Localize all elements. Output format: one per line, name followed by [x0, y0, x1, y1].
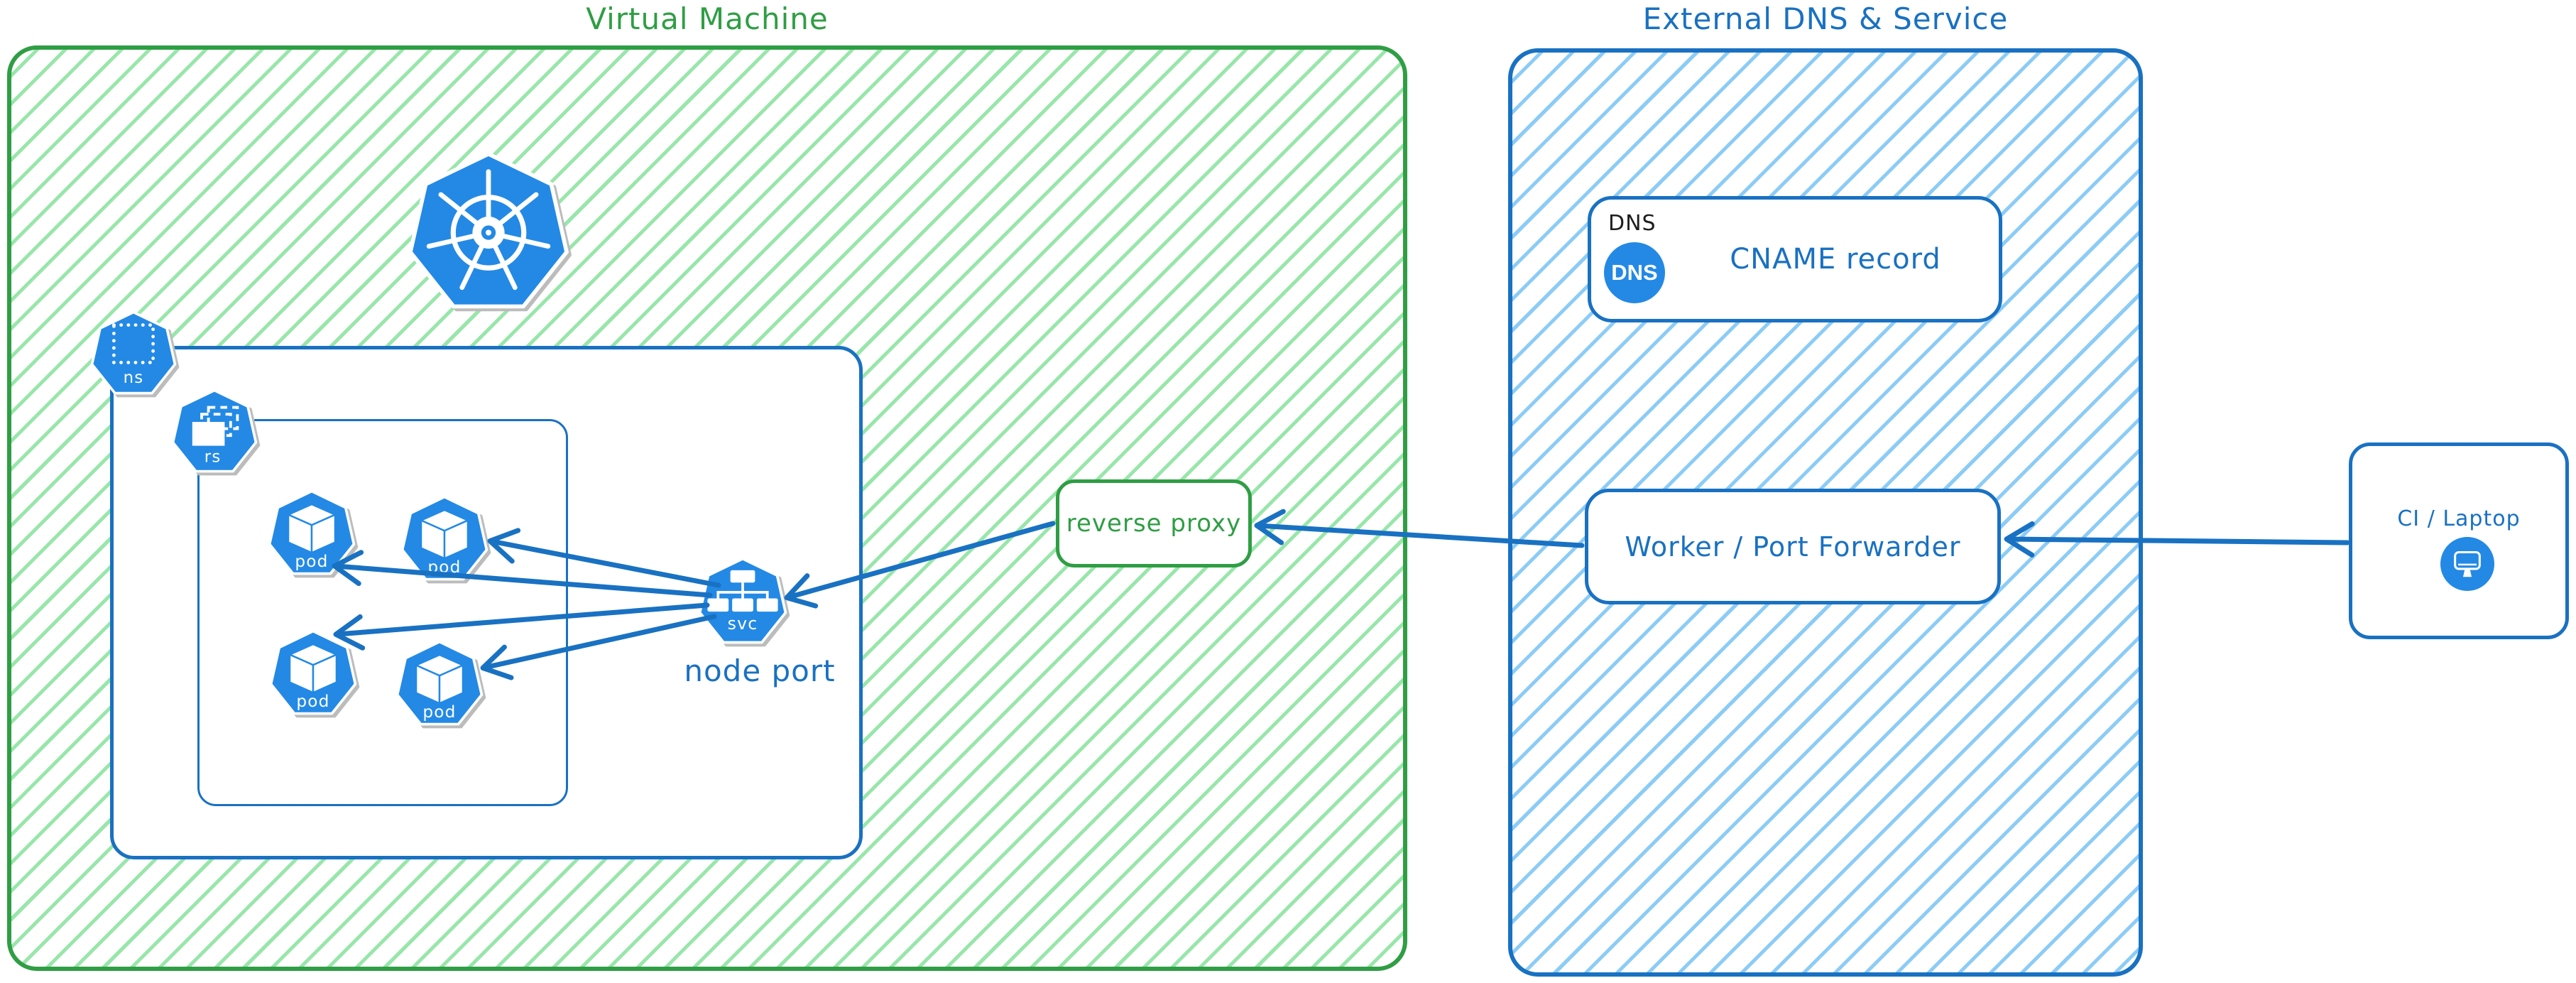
reverse-proxy-box: reverse proxy: [1056, 479, 1252, 567]
monitor-icon: [2454, 551, 2481, 577]
reverse-proxy-label: reverse proxy: [1066, 509, 1242, 538]
dns-icon-text: DNS: [1611, 260, 1658, 285]
worker-label: Worker / Port Forwarder: [1625, 531, 1961, 563]
pod-badge: pod: [296, 692, 329, 711]
namespace-icon: ns: [90, 310, 177, 395]
node-port-label: node port: [684, 653, 836, 688]
pod-badge: pod: [422, 702, 456, 722]
pod-icon: pod: [400, 495, 489, 581]
replicaset-box: [197, 419, 568, 806]
ci-laptop-label: CI / Laptop: [2397, 506, 2521, 531]
pod-icon: pod: [395, 640, 484, 726]
dns-icon: DNS: [1604, 242, 1665, 303]
service-badge: svc: [728, 614, 758, 634]
kubernetes-logo-icon: [408, 151, 569, 309]
replicaset-badge: rs: [204, 447, 222, 466]
worker-box: Worker / Port Forwarder: [1585, 489, 2001, 604]
pod-icon: pod: [269, 629, 357, 715]
replicaset-icon: rs: [171, 389, 258, 473]
vm-group-title: Virtual Machine: [586, 1, 829, 36]
service-icon: svc: [698, 557, 787, 644]
dns-record-box: DNS DNS CNAME record: [1588, 196, 2002, 322]
cname-record-label: CNAME record: [1730, 243, 1941, 276]
pod-badge: pod: [295, 552, 328, 571]
laptop-circle: [2440, 537, 2494, 591]
dns-tag-label: DNS: [1608, 211, 1657, 236]
ci-laptop-box: CI / Laptop: [2349, 442, 2569, 639]
pod-icon: pod: [268, 489, 356, 575]
namespace-badge: ns: [124, 369, 144, 387]
external-group-title: External DNS & Service: [1642, 1, 2009, 36]
pod-badge: pod: [427, 558, 461, 577]
